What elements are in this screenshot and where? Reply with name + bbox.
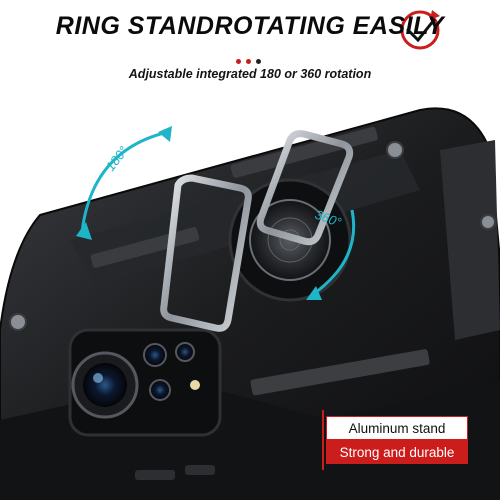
grip-texture-lower: [250, 349, 430, 396]
camera-lens-icon: [175, 342, 195, 362]
flash-icon: [190, 380, 200, 390]
dot: [236, 59, 241, 64]
camera-lens-icon: [143, 343, 167, 367]
rotation-arrow-icon: [400, 10, 440, 50]
screw-icon: [480, 214, 496, 230]
dot: [246, 59, 251, 64]
benefit-tag: Strong and durable: [326, 440, 468, 464]
side-button: [185, 465, 215, 475]
three-dots-icon: [236, 59, 261, 64]
camera-lens-icon: [149, 379, 171, 401]
side-button: [135, 470, 175, 480]
tag-bracket: [322, 410, 472, 470]
camera-module: [68, 328, 222, 437]
dot: [256, 59, 261, 64]
screw-icon: [9, 313, 27, 331]
subtitle: Adjustable integrated 180 or 360 rotatio…: [128, 67, 372, 81]
rotation-arrow-180: 180°: [76, 126, 172, 240]
feature-tag: Aluminum stand: [326, 416, 468, 440]
metal-ring: [160, 130, 354, 332]
screw-icon: [386, 141, 404, 159]
headline: RING STANDROTATING EASILY: [55, 12, 445, 40]
